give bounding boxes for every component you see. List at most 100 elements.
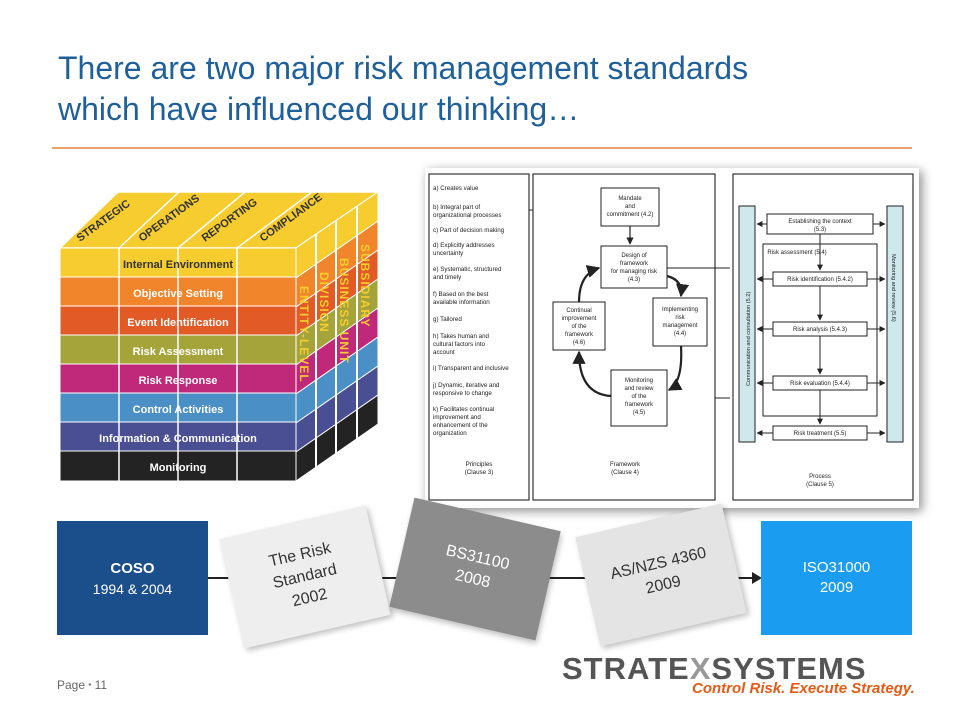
principle-line: i) Transparent and inclusive	[433, 365, 509, 372]
implementing-line: management	[662, 323, 697, 329]
iso-name: ISO31000	[802, 559, 871, 576]
slide-title: There are two major risk management stan…	[58, 48, 918, 130]
logo-tagline: Control Risk. Execute Strategy.	[692, 680, 915, 697]
box-design	[600, 245, 668, 289]
cube-layer-event-identification: Event Identification	[127, 317, 229, 329]
page-label: Page	[57, 678, 86, 692]
logo-word-b: SYSTEMS	[711, 651, 867, 686]
title-line-1: There are two major risk management stan…	[58, 50, 749, 86]
cube-layer-monitoring: Monitoring	[150, 462, 207, 474]
continual-line: improvement	[562, 316, 597, 322]
implementing-line: Implementing	[662, 307, 698, 313]
monitoring-line: of the	[631, 394, 647, 400]
timeline-coso-box: COSO 1994 & 2004	[57, 521, 208, 635]
principle-line: k) Facilitates continual	[433, 406, 494, 413]
timeline-iso31000-box: ISO31000 2009	[761, 521, 912, 635]
design-line: for managing risk	[611, 269, 658, 275]
principles-list: a) Creates value b) Integral part of org…	[432, 185, 509, 437]
context-line: Establishing the context	[788, 219, 852, 225]
footer-separator: ▪	[88, 680, 92, 689]
principle-line: enhancement of the	[433, 422, 488, 429]
page-footer: Page ▪ 11	[57, 678, 107, 692]
cube-layer-objective-setting: Objective Setting	[133, 288, 223, 300]
treatment-label: Risk treatment (5.5)	[794, 431, 847, 437]
principle-line: organization	[433, 430, 467, 437]
principle-line: cultural factors into	[433, 341, 485, 348]
design-line: framework	[620, 261, 649, 267]
principle-line: available information	[433, 299, 490, 306]
principle-line: organizational processes	[433, 212, 501, 219]
timeline-risk-standard-box: The Risk Standard 2002	[219, 505, 391, 649]
process-caption-clause: (Clause 5)	[806, 482, 834, 488]
cube-layer-control-activities: Control Activities	[133, 404, 224, 416]
title-divider	[52, 147, 912, 149]
evaluation-label: Risk evaluation (5.4.4)	[790, 381, 850, 387]
continual-line: Continual	[566, 308, 591, 314]
cube-layer-internal-environment: Internal Environment	[123, 259, 233, 271]
principle-line: h) Takes human and	[433, 333, 490, 340]
assessment-label: Risk assessment (5.4)	[767, 250, 826, 256]
monitoring-review-label: Monitoring and review (5.6)	[890, 254, 896, 322]
implementing-line: risk	[675, 315, 685, 321]
logo-word-a: STRATE	[562, 651, 690, 686]
timeline-arrowhead	[752, 572, 762, 584]
cube-layer-risk-response: Risk Response	[139, 375, 218, 387]
principles-caption: Principles	[466, 461, 493, 468]
continual-line: (4.6)	[573, 340, 585, 346]
principle-line: uncertainty	[433, 250, 464, 257]
identification-label: Risk identification (5.4.2)	[787, 277, 853, 283]
process-caption: Process	[809, 474, 831, 480]
principle-line: c) Part of decision making	[433, 227, 505, 234]
box-implementing	[652, 297, 708, 347]
design-line: Design of	[621, 253, 647, 259]
principle-line: improvement and	[433, 414, 481, 421]
analysis-label: Risk analysis (5.4.3)	[793, 327, 847, 333]
cube-layer-information-communication: Information & Communication	[99, 433, 257, 445]
implementing-line: (4.4)	[674, 331, 686, 337]
principle-line: and timely	[433, 274, 462, 281]
mandate-line: commitment (4.2)	[607, 212, 654, 218]
cube-side-subsidiary: SUBSIDIARY	[358, 244, 372, 328]
continual-line: of the	[571, 324, 587, 330]
framework-caption-clause: (Clause 4)	[611, 470, 639, 476]
cube-side-business-unit: BUSINESS UNIT	[337, 258, 351, 364]
title-line-2: which have influenced our thinking…	[58, 91, 580, 127]
box-mandate	[600, 187, 660, 227]
context-line: (5.3)	[814, 227, 826, 233]
principle-line: f) Based on the best	[433, 291, 489, 298]
timeline-asnzs-box: AS/NZS 4360 2009	[575, 503, 747, 647]
principle-line: e) Systematic, structured	[433, 266, 502, 273]
principle-line: j) Dynamic, iterative and	[432, 382, 500, 389]
continual-line: framework	[565, 332, 594, 338]
monitoring-line: Monitoring	[625, 378, 653, 384]
framework-caption: Framework	[610, 462, 641, 468]
bar-communication	[738, 205, 756, 443]
monitoring-line: and review	[624, 386, 654, 392]
principle-line: d) Explicitly addresses	[433, 242, 495, 249]
principle-line: b) Integral part of	[433, 204, 480, 211]
coso-years: 1994 & 2004	[92, 580, 173, 597]
monitoring-line: framework	[625, 402, 654, 408]
principles-caption-clause: (Clause 3)	[465, 469, 494, 476]
principle-line: g) Tailored	[433, 316, 462, 323]
iso-year: 2009	[819, 579, 854, 596]
page-number: 11	[94, 678, 108, 692]
mandate-line: Mandate	[618, 196, 642, 202]
mandate-line: and	[625, 204, 635, 210]
design-line: (4.3)	[628, 277, 640, 283]
cube-layer-risk-assessment: Risk Assessment	[133, 346, 224, 358]
principle-line: a) Creates value	[433, 185, 479, 192]
logo-wordmark: STRATEXSYSTEMS	[562, 651, 914, 686]
logo-word-x: X	[689, 651, 712, 686]
cube-side-division: DIVISION	[317, 272, 331, 333]
stratexsystems-logo: STRATEXSYSTEMS Control Risk. Execute Str…	[562, 651, 915, 697]
bar-monitoring-review	[886, 205, 904, 443]
coso-name: COSO	[110, 559, 155, 577]
principle-line: responsive to change	[433, 390, 492, 397]
communication-label: Communication and consultation (5.2)	[746, 292, 752, 386]
monitoring-line: (4.5)	[633, 410, 645, 416]
iso31000-figure: a) Creates value b) Integral part of org…	[425, 168, 919, 508]
principle-line: account	[433, 349, 455, 356]
coso-cube: STRATEGIC OPERATIONS REPORTING COMPLIANC…	[60, 192, 380, 484]
box-monitoring	[610, 369, 668, 427]
